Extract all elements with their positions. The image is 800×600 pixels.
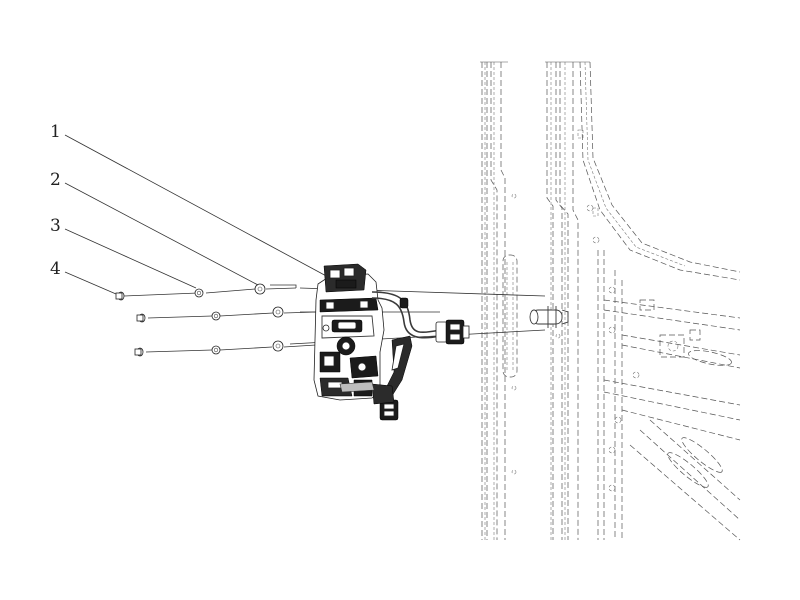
- leader-lines: [64, 134, 331, 295]
- fastener-row-middle: [136, 306, 317, 323]
- striker: [529, 306, 569, 328]
- body-pillar: [480, 61, 741, 541]
- callout-1: 1: [50, 122, 61, 142]
- fastener-row-top: [115, 283, 297, 301]
- projection-lines: [270, 284, 546, 345]
- callout-4: 4: [50, 259, 61, 279]
- callout-2: 2: [50, 170, 61, 190]
- fastener-row-bottom: [134, 340, 317, 357]
- callout-3: 3: [50, 216, 61, 236]
- door-lock-assembly: [313, 263, 470, 421]
- harness-connector: [435, 319, 470, 345]
